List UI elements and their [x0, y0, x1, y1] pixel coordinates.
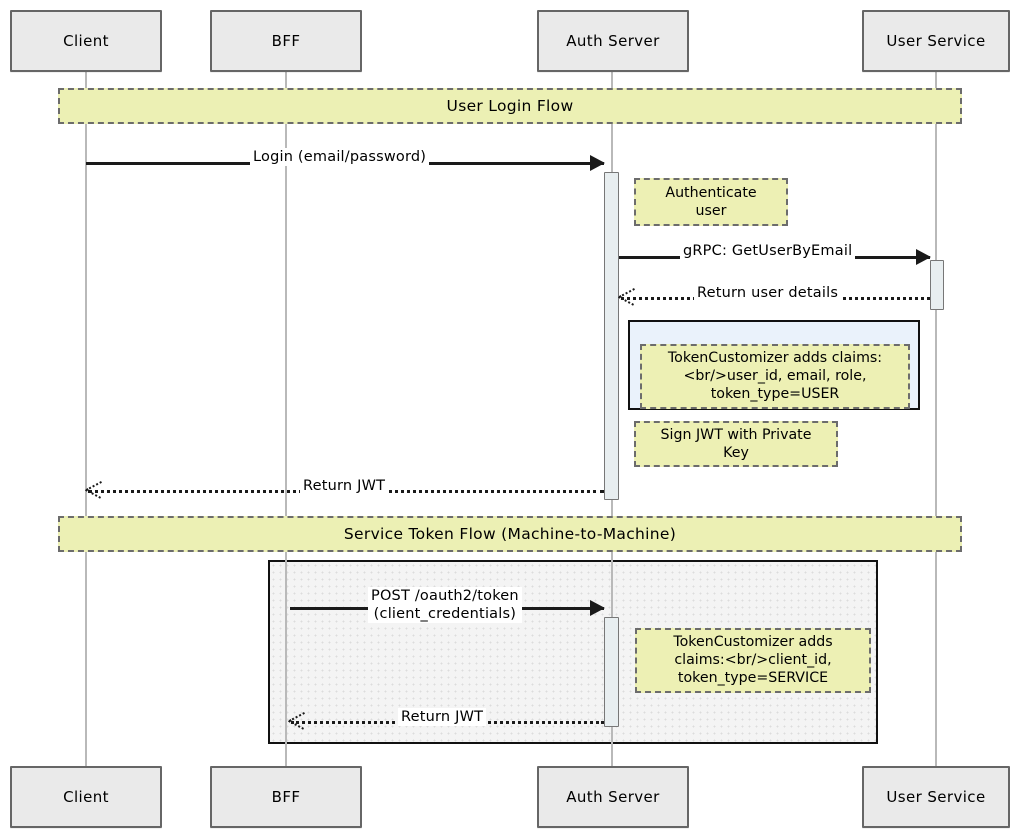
participant-auth[interactable]: Auth Server: [537, 10, 689, 72]
msg-return-jwt-service-label: Return JWT: [398, 708, 487, 727]
band-service: Service Token Flow (Machine-to-Machine): [58, 516, 962, 552]
participant-label: BFF: [271, 788, 301, 806]
participant-client-b[interactable]: Client: [10, 766, 162, 828]
msg-grpc-getuserbyemail-label: gRPC: GetUserByEmail: [680, 242, 856, 261]
flow-band-label: User Login Flow: [446, 97, 574, 115]
ll-client: [85, 72, 87, 766]
msg-post-oauth2-token-arrowhead: [590, 600, 605, 616]
note-authenticate-user: Authenticate user: [634, 178, 788, 226]
participant-label: User Service: [886, 32, 986, 50]
participant-user[interactable]: User Service: [862, 10, 1010, 72]
participant-client[interactable]: Client: [10, 10, 162, 72]
participant-bff[interactable]: BFF: [210, 10, 362, 72]
participant-label: Auth Server: [566, 32, 660, 50]
note-text: TokenCustomizer adds claims:<br/>client_…: [673, 634, 833, 687]
participant-label: BFF: [271, 32, 301, 50]
note-sign-jwt: Sign JWT with Private Key: [634, 421, 838, 468]
note-text: Sign JWT with Private Key: [660, 427, 812, 462]
note-token-customizer-service: TokenCustomizer adds claims:<br/>client_…: [635, 628, 871, 693]
act-auth-2: [604, 617, 619, 727]
act-auth-1: [604, 172, 619, 500]
participant-label: Auth Server: [566, 788, 660, 806]
ll-bff: [285, 72, 287, 766]
band-login: User Login Flow: [58, 88, 962, 124]
note-token-customizer-user: TokenCustomizer adds claims: <br/>user_i…: [640, 344, 910, 409]
msg-post-oauth2-token-label: POST /oauth2/token (client_credentials): [368, 587, 522, 624]
msg-login-label: Login (email/password): [250, 148, 430, 167]
participant-label: Client: [63, 788, 109, 806]
participant-label: User Service: [886, 788, 986, 806]
msg-return-jwt-user-arrowhead: [86, 481, 102, 497]
note-text: TokenCustomizer adds claims: <br/>user_i…: [667, 350, 883, 403]
msg-return-user-details-arrowhead: [619, 288, 635, 304]
msg-grpc-getuserbyemail-arrowhead: [916, 249, 931, 265]
ll-user: [935, 72, 937, 766]
msg-return-jwt-service-arrowhead: [289, 712, 305, 728]
participant-label: Client: [63, 32, 109, 50]
participant-bff-b[interactable]: BFF: [210, 766, 362, 828]
participant-user-b[interactable]: User Service: [862, 766, 1010, 828]
msg-return-jwt-user-label: Return JWT: [300, 477, 389, 496]
flow-band-label: Service Token Flow (Machine-to-Machine): [343, 525, 677, 543]
msg-return-user-details-label: Return user details: [694, 284, 842, 303]
msg-login-arrowhead: [590, 155, 605, 171]
participant-auth-b[interactable]: Auth Server: [537, 766, 689, 828]
note-text: Authenticate user: [665, 184, 757, 219]
act-user-1: [930, 260, 944, 310]
